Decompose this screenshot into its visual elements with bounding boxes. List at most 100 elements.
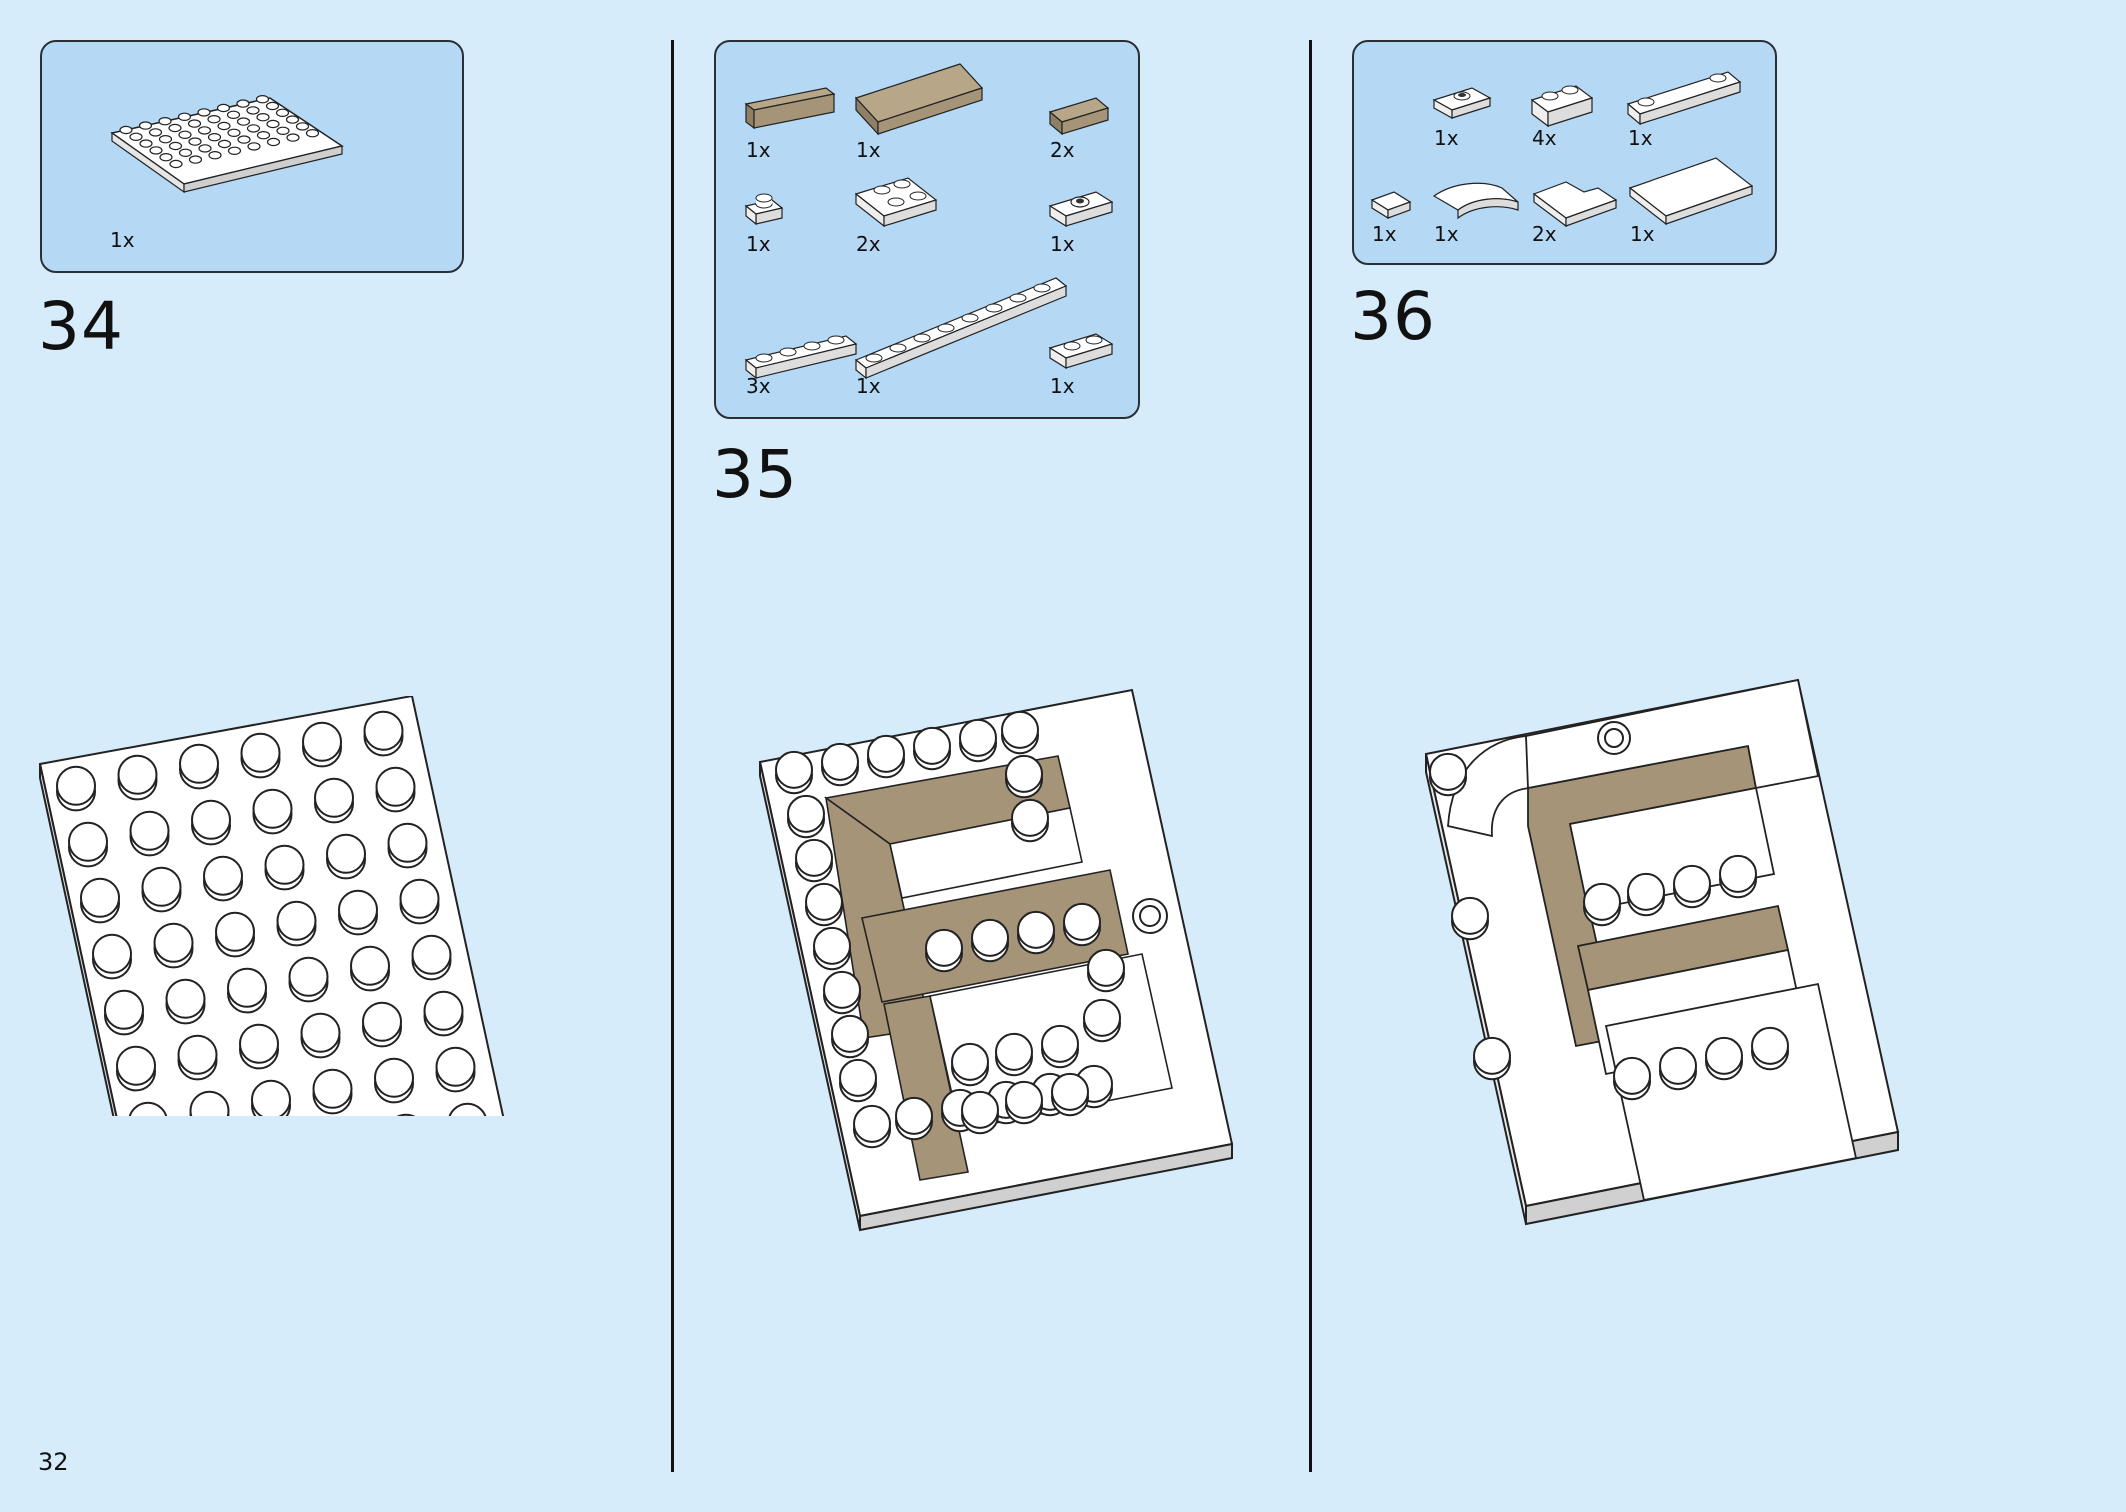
stud bbox=[913, 726, 951, 771]
part-quantity: 1x bbox=[1434, 126, 1459, 150]
white-tile-2x4-icon bbox=[1628, 157, 1754, 226]
jumper-plate-icon bbox=[1132, 898, 1168, 934]
stud bbox=[1751, 1026, 1789, 1071]
stud bbox=[153, 922, 194, 969]
part-quantity: 3x bbox=[746, 374, 771, 398]
stud bbox=[169, 159, 183, 169]
stud bbox=[374, 1057, 414, 1104]
stud bbox=[246, 124, 261, 133]
stud bbox=[128, 1101, 168, 1116]
part-quantity: 1x bbox=[1050, 232, 1075, 256]
stud bbox=[264, 844, 305, 891]
stud bbox=[149, 146, 163, 155]
part-quantity: 1x bbox=[856, 374, 881, 398]
stud bbox=[302, 721, 342, 768]
stud bbox=[168, 123, 182, 133]
stud bbox=[423, 990, 464, 1037]
white-curved-tile-icon bbox=[1432, 182, 1519, 220]
stud bbox=[448, 1102, 487, 1116]
white-plate-1x1-icon bbox=[744, 193, 784, 226]
parts-box-step-36: 1x 4x 1x 1x 1x 2x 1x bbox=[1352, 40, 1777, 265]
stud bbox=[300, 1012, 341, 1059]
white-plate-6x8-model bbox=[38, 696, 505, 1116]
stud bbox=[191, 799, 231, 846]
stud bbox=[188, 155, 203, 164]
stud bbox=[158, 116, 172, 126]
white-plate-1x4-icon bbox=[744, 335, 858, 380]
stud bbox=[177, 112, 192, 122]
stud bbox=[1001, 710, 1039, 755]
stud bbox=[187, 119, 202, 128]
stud bbox=[158, 134, 173, 144]
white-6x8-plate-icon bbox=[110, 95, 344, 194]
stud bbox=[314, 777, 354, 824]
stud bbox=[265, 101, 280, 111]
stud bbox=[285, 115, 300, 124]
stud bbox=[208, 150, 222, 160]
stud bbox=[216, 103, 231, 113]
stud bbox=[239, 1023, 279, 1070]
stud bbox=[276, 126, 290, 136]
stud bbox=[1473, 1036, 1511, 1081]
stud bbox=[197, 126, 212, 135]
white-tile-1x1-icon bbox=[1370, 191, 1412, 220]
stud bbox=[775, 750, 813, 795]
stud bbox=[227, 967, 267, 1014]
part-quantity: 1x bbox=[1630, 222, 1655, 246]
stud bbox=[295, 122, 310, 131]
stud bbox=[338, 889, 378, 936]
step-35-model bbox=[758, 688, 1234, 1232]
stud bbox=[247, 142, 261, 151]
stud bbox=[1005, 1080, 1043, 1125]
page-number: 32 bbox=[38, 1448, 69, 1476]
white-corner-tile-icon bbox=[1532, 181, 1618, 228]
stud bbox=[1011, 798, 1049, 843]
stud bbox=[178, 148, 193, 158]
stud bbox=[411, 934, 452, 981]
stud bbox=[215, 911, 255, 958]
white-plate-1x4-offset-icon bbox=[1626, 71, 1742, 126]
stud bbox=[795, 838, 833, 883]
stud bbox=[266, 137, 281, 147]
step-number: 35 bbox=[712, 436, 798, 513]
column-divider bbox=[1309, 40, 1312, 1472]
stud bbox=[959, 718, 997, 763]
stud bbox=[805, 882, 843, 927]
stud bbox=[399, 878, 440, 925]
stud bbox=[387, 822, 428, 869]
column-divider bbox=[671, 40, 674, 1472]
stud bbox=[867, 734, 905, 779]
stud bbox=[251, 1079, 291, 1116]
stud bbox=[1087, 948, 1125, 993]
stud bbox=[961, 1090, 999, 1135]
stud bbox=[995, 1032, 1033, 1077]
stud bbox=[288, 956, 329, 1003]
stud bbox=[1041, 1024, 1079, 1069]
stud bbox=[305, 128, 320, 138]
stud bbox=[821, 742, 859, 787]
stud bbox=[276, 900, 317, 947]
stud bbox=[1429, 752, 1467, 797]
stud bbox=[159, 152, 173, 162]
stud bbox=[787, 794, 825, 839]
stud bbox=[177, 1034, 218, 1081]
stud bbox=[252, 788, 293, 835]
tan-tile-2x3-icon bbox=[1048, 97, 1110, 136]
stud bbox=[80, 877, 120, 924]
white-plate-1x2-icon bbox=[1048, 333, 1114, 370]
stud bbox=[823, 970, 861, 1015]
stud bbox=[179, 743, 219, 790]
stud bbox=[951, 1042, 989, 1087]
stud bbox=[207, 114, 221, 124]
stud bbox=[1005, 754, 1043, 799]
stud bbox=[255, 95, 270, 104]
part-quantity: 2x bbox=[1532, 222, 1557, 246]
part-quantity: 1x bbox=[746, 138, 771, 162]
stud bbox=[104, 989, 144, 1036]
stud bbox=[217, 139, 232, 149]
stud bbox=[148, 128, 163, 137]
stud bbox=[1705, 1036, 1743, 1081]
stud bbox=[168, 141, 183, 151]
stud bbox=[831, 1014, 869, 1059]
stud bbox=[362, 1001, 402, 1048]
